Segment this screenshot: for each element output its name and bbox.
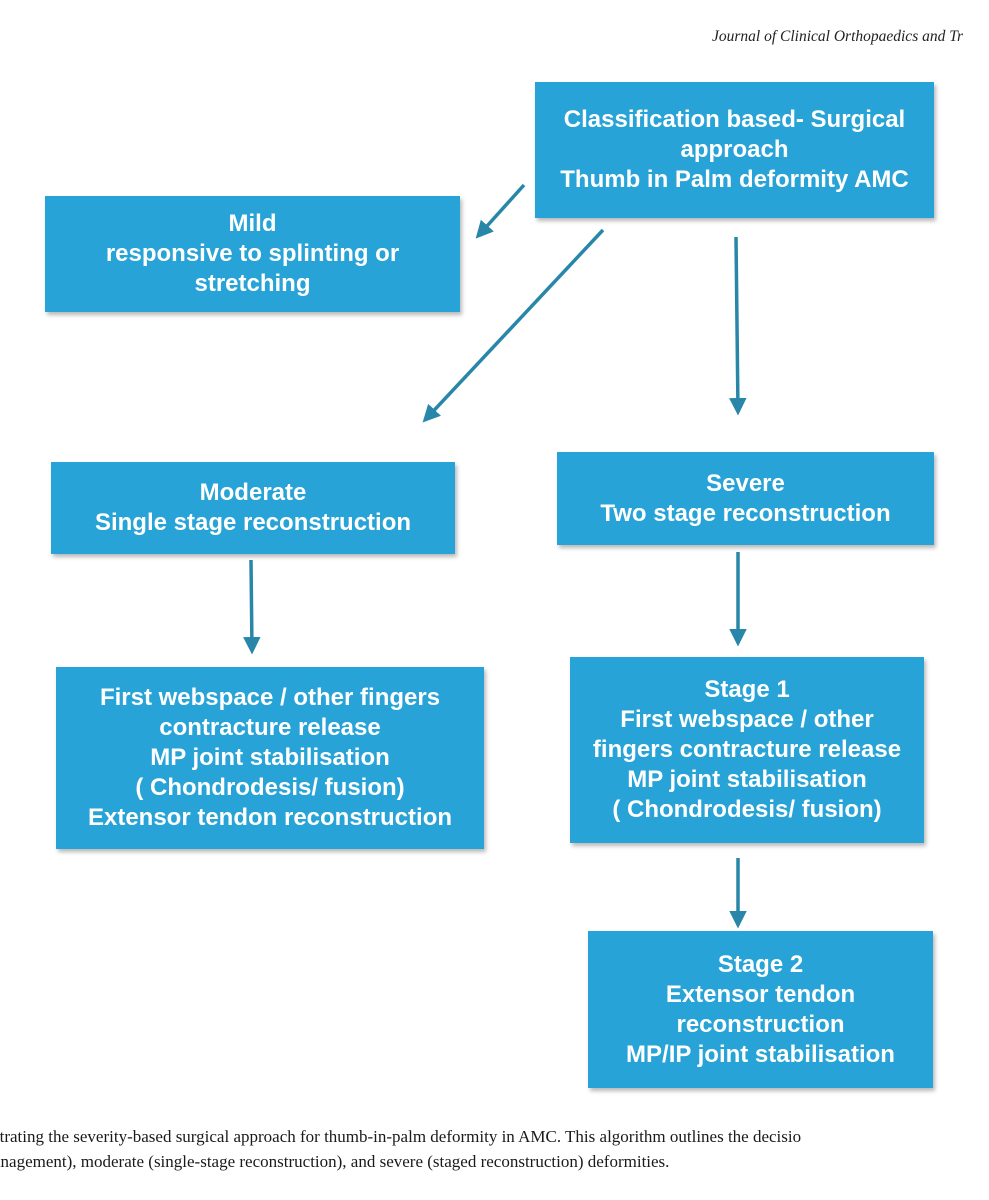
arrow-classification-to-severe [729,236,747,416]
mild-line: responsive to splinting or [105,240,400,267]
classification-line: Thumb in Palm deformity AMC [560,166,909,193]
mild-line: stretching [194,270,311,297]
stage1-line: ( Chondrodesis/ fusion) [612,796,882,823]
classification-line: approach [680,136,789,163]
moderate-line: Single stage reconstruction [94,509,412,536]
arrow-classification-to-moderate [422,228,605,423]
classification-line: Classification based- Surgical [563,106,906,133]
figure-caption: strating the severity-based surgical app… [0,1124,989,1174]
stage1-line: First webspace / other [620,706,874,733]
moderate-step-line: contracture release [159,714,381,741]
moderate-line: Moderate [199,479,307,506]
stage2-line: Stage 2 [717,950,804,978]
stage2-line: reconstruction [676,1010,845,1038]
arrow-moderate-to-steps [243,559,261,655]
moderate-step-line: First webspace / other fingers [99,684,441,711]
stage1-line: Stage 1 [704,676,790,703]
journal-running-header: Journal of Clinical Orthopaedics and Tr [712,28,964,45]
caption-line: anagement), moderate (single-stage recon… [0,1152,670,1171]
moderate-step-line: Extensor tendon reconstruction [87,804,453,831]
severe-box: Severe Two stage reconstruction [557,452,934,545]
stage1-box: Stage 1 First webspace / other fingers c… [570,657,924,843]
severe-line: Severe [706,469,785,497]
stage1-line: fingers contracture release [592,736,902,763]
caption-line: strating the severity-based surgical app… [0,1127,802,1146]
moderate-box: Moderate Single stage reconstruction [51,462,455,554]
arrow-classification-to-mild [475,183,526,239]
mild-box: Mild responsive to splinting or stretchi… [45,196,460,312]
stage1-line: MP joint stabilisation [627,766,867,793]
mild-line: Mild [228,210,277,237]
stage2-box: Stage 2 Extensor tendon reconstruction M… [588,931,933,1088]
stage2-line: Extensor tendon [665,980,856,1008]
moderate-steps-box: First webspace / other fingers contractu… [56,667,484,849]
classification-box: Classification based- Surgical approach … [535,82,934,218]
severe-line: Two stage reconstruction [600,499,891,527]
moderate-step-line: ( Chondrodesis/ fusion) [135,774,405,801]
moderate-step-line: MP joint stabilisation [150,744,390,771]
stage2-line: MP/IP joint stabilisation [626,1040,895,1068]
